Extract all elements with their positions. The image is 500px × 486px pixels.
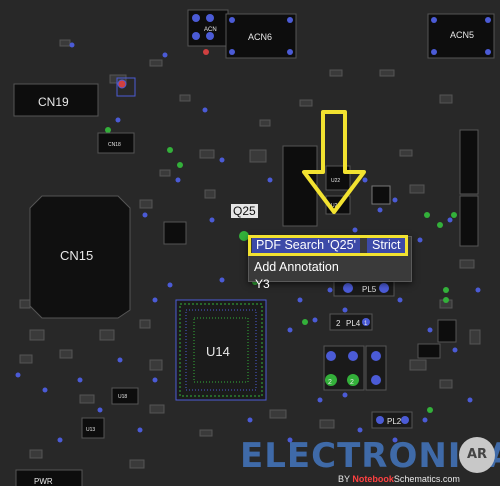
bga-chip-u14[interactable]: U14 bbox=[175, 299, 267, 401]
watermark-subtitle-rest: Schematics.com bbox=[393, 474, 460, 484]
svg-text:PL2: PL2 bbox=[387, 417, 402, 426]
connector-acn5[interactable]: ACN5 bbox=[427, 13, 495, 59]
svg-text:PL4: PL4 bbox=[346, 319, 361, 328]
ic-u13[interactable]: U13 bbox=[81, 417, 105, 439]
svg-text:CN15: CN15 bbox=[60, 248, 93, 263]
watermark-badge: AR bbox=[459, 437, 495, 473]
svg-text:U22: U22 bbox=[331, 178, 340, 184]
connector-cn19[interactable]: CN19 bbox=[13, 83, 99, 117]
watermark-subtitle: BY NotebookSchematics.com bbox=[338, 474, 460, 484]
svg-text:U21: U21 bbox=[331, 203, 340, 209]
add-annotation-menu-item[interactable]: Add Annotation bbox=[254, 260, 339, 274]
green-pad-scatter bbox=[105, 127, 457, 413]
svg-text:CN18: CN18 bbox=[108, 142, 121, 148]
highlight-box bbox=[248, 235, 408, 256]
svg-text:U18: U18 bbox=[118, 394, 127, 400]
inductor-pl2[interactable]: PL2 bbox=[371, 411, 413, 429]
connector-acn6[interactable]: ACN6 bbox=[225, 13, 297, 59]
svg-text:ACN5: ACN5 bbox=[450, 30, 474, 40]
highlight-arrow-icon bbox=[302, 110, 366, 214]
smd-component-field bbox=[19, 39, 481, 469]
svg-text:ACN: ACN bbox=[204, 27, 217, 33]
ic-tall-chip[interactable]: U22 U21 bbox=[282, 145, 391, 227]
svg-text:U14: U14 bbox=[206, 344, 230, 359]
svg-text:CN19: CN19 bbox=[38, 95, 69, 109]
inductor-pl5[interactable]: PL5 bbox=[333, 279, 395, 297]
pad-scatter bbox=[15, 42, 481, 443]
watermark-subtitle-prefix: Notebook bbox=[352, 474, 394, 484]
svg-text:2: 2 bbox=[336, 319, 341, 328]
svg-text:2: 2 bbox=[350, 379, 354, 386]
watermark-logo: ELECTRONICA AR BY NotebookSchematics.com bbox=[240, 436, 500, 486]
ic-u18[interactable]: U18 bbox=[111, 387, 139, 405]
pdf-search-menu-item[interactable]: PDF Search 'Q25' bbox=[252, 238, 360, 253]
strict-search-button[interactable]: Strict bbox=[367, 238, 406, 253]
component-label-y3[interactable]: Y3 bbox=[255, 277, 270, 291]
svg-text:PWR: PWR bbox=[34, 477, 53, 486]
watermark-title: ELECTRONICA bbox=[240, 436, 500, 476]
inductor-pl4[interactable]: 2 PL4 1 bbox=[329, 313, 373, 331]
connector-cn18[interactable]: CN18 bbox=[97, 132, 135, 154]
selected-component-q25[interactable]: Q25 bbox=[231, 204, 258, 218]
svg-text:PL5: PL5 bbox=[362, 285, 377, 294]
connector-cn15[interactable]: CN15 bbox=[29, 195, 131, 319]
capacitor-pads: 2 2 bbox=[323, 345, 387, 391]
svg-text:U13: U13 bbox=[86, 427, 95, 433]
connector-acn[interactable]: ACN bbox=[187, 9, 229, 47]
svg-text:ACN6: ACN6 bbox=[248, 32, 272, 42]
svg-text:1: 1 bbox=[364, 321, 368, 327]
svg-text:2: 2 bbox=[328, 379, 332, 386]
watermark-by: BY bbox=[338, 474, 350, 484]
